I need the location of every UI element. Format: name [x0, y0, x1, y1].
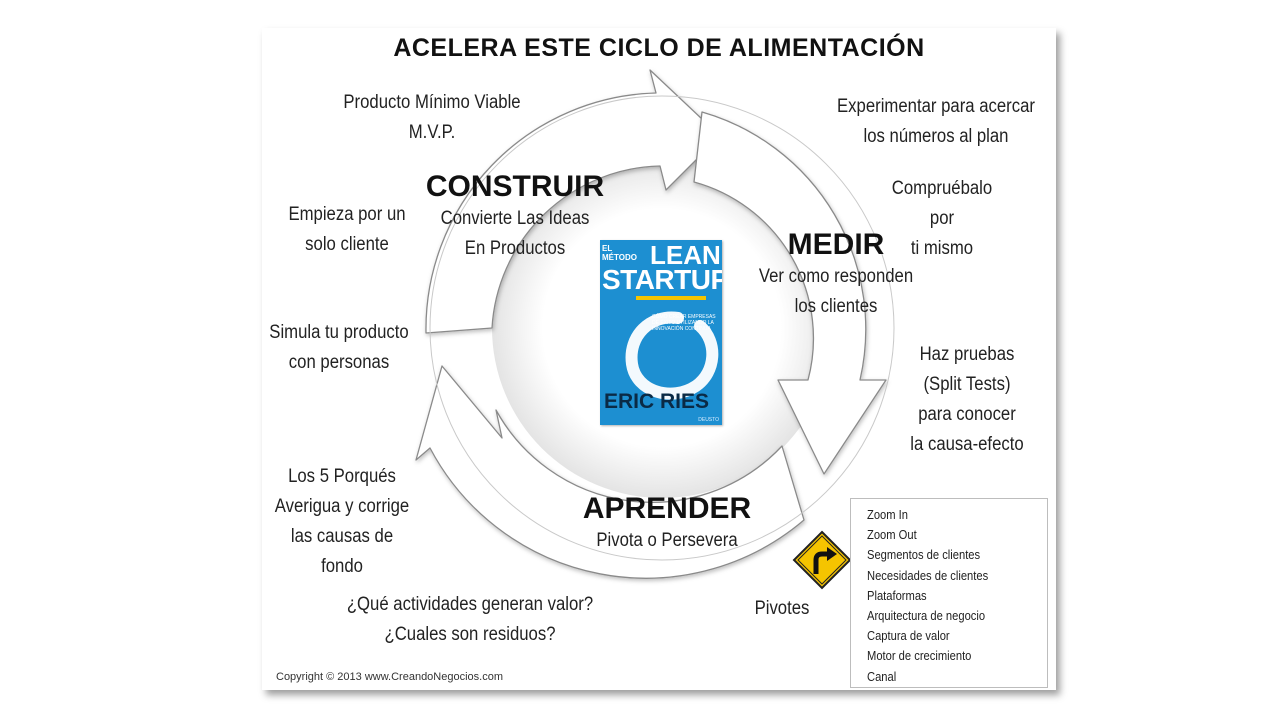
stage-measure: MEDIR Ver como responden los clientes — [746, 228, 926, 322]
enso-brush-circle — [625, 296, 719, 400]
diagram-title: ACELERA ESTE CICLO DE ALIMENTACIÓN — [393, 34, 925, 62]
copyright-text: Copyright © 2013 www.CreandoNegocios.com — [276, 671, 503, 683]
stage-build-title: CONSTRUIR — [425, 170, 605, 203]
stage-learn-title: APRENDER — [582, 492, 752, 525]
note-simulate-line-2: con personas — [288, 352, 390, 373]
book-series-line-2: MÉTODO — [602, 253, 637, 262]
note-simulate-line-1: Simula tu producto — [269, 322, 409, 343]
note-one-client-line-1: Empieza por un — [288, 204, 406, 225]
note-experiment-line-1: Experimentar para acercar — [837, 96, 1035, 117]
stage-learn-line-1: Pivota o Persevera — [596, 530, 738, 551]
stage-measure-line-1: Ver como responden — [758, 266, 914, 287]
book-cover: EL MÉTODO LEAN STARTUP CÓMO CREAR EMPRES… — [600, 240, 722, 425]
arrow-learn-to-build — [415, 365, 805, 579]
note-split-tests-line-4: la causa-efecto — [910, 434, 1024, 455]
note-experiment-line-2: los números al plan — [863, 126, 1009, 147]
book-series-line-1: EL — [602, 244, 613, 253]
note-split-tests-line-1: Haz pruebas — [919, 344, 1015, 365]
note-experiment: Experimentar para acercar los números al… — [836, 92, 1037, 152]
note-five-whys-line-2: Averigua y corrige — [274, 496, 410, 517]
arrow-build-to-measure — [425, 69, 721, 334]
note-mvp-line-1: Producto Mínimo Viable — [343, 92, 521, 113]
note-value-waste-line-2: ¿Cuales son residuos? — [384, 624, 556, 645]
note-one-client: Empieza por un solo cliente — [272, 200, 422, 260]
note-verify-line-2: ti mismo — [910, 238, 974, 259]
pivot-item: Canal — [867, 668, 897, 684]
note-verify: Compruébalo por ti mismo — [880, 174, 1003, 264]
pivot-item: Plataformas — [867, 587, 927, 603]
arrow-measure-to-learn — [693, 111, 887, 475]
note-value-waste: ¿Qué actividades generan valor? ¿Cuales … — [338, 590, 602, 650]
pivots-list-box: Zoom In Zoom Out Segmentos de clientes N… — [850, 498, 1048, 688]
note-mvp: Producto Mínimo Viable M.V.P. — [318, 88, 547, 148]
book-tagline: CÓMO CREAR EMPRESAS DE ÉXITO UTILIZANDO … — [652, 314, 716, 332]
stage-build-line-1: Convierte Las Ideas — [440, 208, 590, 229]
book-title-lean: LEAN — [650, 240, 721, 270]
note-mvp-line-2: M.V.P. — [408, 122, 456, 143]
pivot-item: Captura de valor — [867, 628, 950, 644]
book-publisher: DEUSTO — [698, 417, 719, 423]
note-value-waste-line-1: ¿Qué actividades generan valor? — [346, 594, 594, 615]
stage-build-line-2: En Productos — [464, 238, 566, 259]
stage-learn: APRENDER Pivota o Persevera — [562, 492, 772, 556]
pivot-item: Necesidades de clientes — [867, 567, 989, 583]
note-five-whys: Los 5 Porqués Averigua y corrige las cau… — [272, 462, 413, 582]
stage-measure-title: MEDIR — [787, 228, 885, 261]
note-simulate: Simula tu producto con personas — [264, 318, 414, 378]
note-five-whys-line-1: Los 5 Porqués — [288, 466, 396, 487]
pivot-item: Motor de crecimiento — [867, 648, 972, 664]
note-five-whys-line-3: las causas de fondo — [290, 526, 394, 577]
pivots-label: Pivotes — [754, 598, 810, 619]
pivots-list: Zoom In Zoom Out Segmentos de clientes N… — [867, 505, 1008, 687]
book-title-startup: STARTUP — [602, 264, 722, 295]
outer-guide-circle — [429, 95, 895, 561]
note-split-tests-line-3: para conocer — [918, 404, 1016, 425]
note-split-tests: Haz pruebas (Split Tests) para conocer l… — [910, 340, 1024, 460]
pivot-item: Zoom In — [867, 507, 909, 522]
book-series: EL MÉTODO — [602, 244, 637, 262]
pivot-item: Arquitectura de negocio — [867, 608, 986, 624]
note-split-tests-line-2: (Split Tests) — [923, 374, 1011, 395]
pivot-item: Zoom Out — [867, 527, 917, 543]
note-verify-line-1: Compruébalo por — [891, 178, 993, 229]
book-author: ERIC RIES — [604, 390, 710, 413]
note-one-client-line-2: solo cliente — [305, 234, 389, 255]
stage-measure-line-2: los clientes — [794, 296, 878, 317]
turn-sign-icon — [792, 530, 852, 590]
pivot-item: Segmentos de clientes — [867, 547, 981, 563]
stage-build: CONSTRUIR Convierte Las Ideas En Product… — [410, 170, 620, 264]
diagram-panel: ACELERA ESTE CICLO DE ALIMENTACIÓN Produ… — [262, 28, 1056, 690]
